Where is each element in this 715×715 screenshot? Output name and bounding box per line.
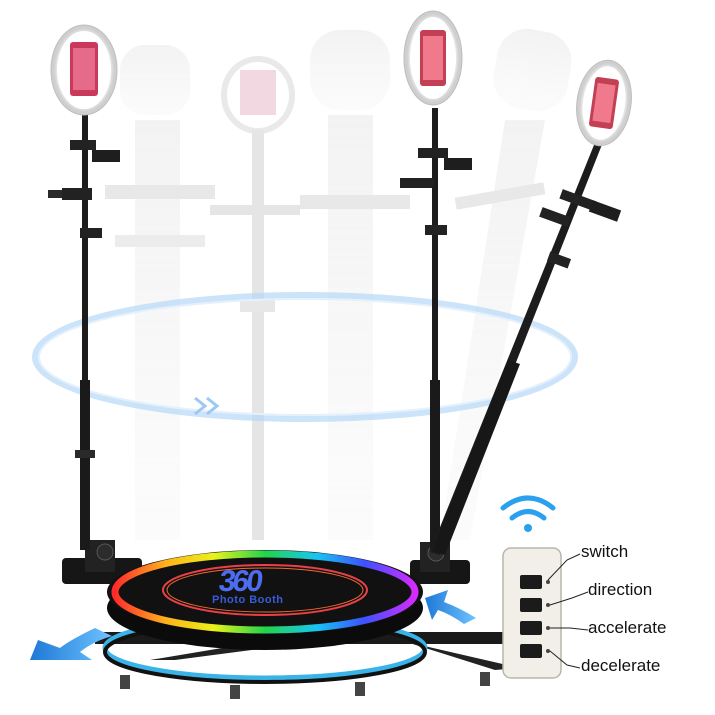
- rotation-arrow-left-icon: [30, 628, 112, 660]
- ring-light-middle: [404, 11, 462, 105]
- rotating-platform: [107, 550, 423, 650]
- ghost-pole-4: [440, 28, 572, 540]
- remote-accelerate-button: [520, 621, 542, 635]
- rgb-led-ring: [111, 550, 419, 634]
- callout-lines: [547, 553, 589, 669]
- wifi-icon: [500, 495, 556, 532]
- pole-leaning: [430, 59, 632, 555]
- label-direction: direction: [588, 580, 653, 599]
- remote-direction-button: [520, 598, 542, 612]
- pole-left: [48, 24, 120, 550]
- ring-light-leaning: [576, 60, 632, 146]
- rotation-arrow-right-icon: [425, 590, 476, 624]
- rotation-orbit: [32, 292, 578, 422]
- ghost-pole-3: [300, 30, 410, 540]
- ghost-pole-2: [210, 56, 300, 540]
- ghost-pole-1: [105, 45, 215, 540]
- logo-photo-booth-text: Photo Booth: [212, 594, 284, 606]
- label-decelerate: decelerate: [581, 656, 661, 675]
- pole-middle: [400, 10, 472, 553]
- ghost-poles: [105, 28, 572, 540]
- orbit-chevron-icon: [194, 396, 208, 416]
- remote-decelerate-button: [520, 644, 542, 658]
- remote-switch-button: [520, 575, 542, 589]
- ring-light-left: [51, 25, 117, 115]
- label-switch: switch: [581, 542, 629, 561]
- label-accelerate: accelerate: [588, 618, 667, 637]
- remote-control: [502, 547, 562, 679]
